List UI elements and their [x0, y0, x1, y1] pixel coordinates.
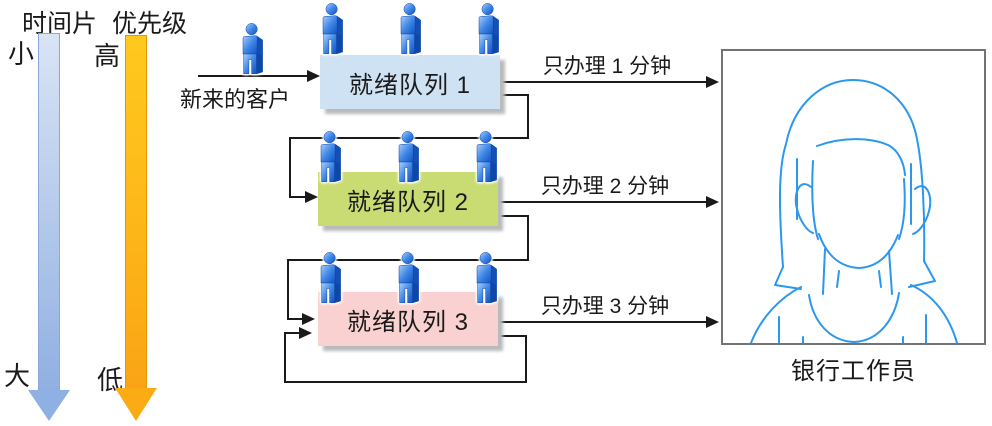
time-slice-small-label: 小 [8, 39, 35, 69]
customer-person-icon [322, 3, 343, 55]
priority-arrow-bar [125, 35, 147, 390]
queue3-customers [318, 252, 500, 308]
bank-worker-face-drawing [750, 79, 958, 344]
feedback-q1-q2-segment [289, 137, 291, 198]
new-customer-arrow-head-icon [307, 70, 320, 82]
feedback-q1-q2-segment [291, 196, 307, 198]
ready-queue-1-label: 就绪队列 1 [348, 71, 471, 99]
service-arrow-q1-line [500, 81, 707, 83]
priority-arrow-head-icon [115, 388, 157, 421]
ready-queue-2-label: 就绪队列 2 [346, 188, 469, 216]
customer-person-icon [398, 131, 419, 183]
queue2-customers [318, 131, 500, 187]
loop-q3-arrow-head-icon [299, 327, 312, 339]
customer-person-icon [320, 252, 341, 304]
customer-person-icon [398, 252, 419, 304]
service-arrow-q1-head-icon [706, 76, 719, 88]
customer-person-icon [400, 3, 421, 55]
loop-q3-segment [525, 335, 527, 383]
feedback-q1-q2-arrow-head-icon [305, 191, 318, 203]
ready-queue-3-label: 就绪队列 3 [346, 308, 469, 336]
queue1-customers [320, 3, 502, 59]
service-arrow-q2-line [498, 201, 707, 203]
bank-worker-portrait [721, 49, 986, 345]
customer-person-icon [478, 3, 499, 55]
feedback-q2-q3-segment [287, 259, 289, 320]
new-customer-arrow-line [198, 75, 309, 77]
feedback-q1-q2-segment [527, 94, 529, 139]
priority-high-label: 高 [94, 41, 121, 71]
feedback-q2-q3-segment [498, 215, 529, 217]
service-label-q2: 只办理 2 分钟 [540, 175, 670, 198]
service-arrow-q3-head-icon [706, 316, 719, 328]
service-arrow-q3-line [498, 321, 707, 323]
loop-q3-segment [284, 381, 527, 383]
feedback-q2-q3-segment [527, 215, 529, 261]
new-customer-icon-slot [240, 23, 266, 79]
customer-person-icon [476, 252, 497, 304]
service-label-q3: 只办理 3 分钟 [540, 295, 670, 318]
feedback-q2-q3-arrow-head-icon [302, 313, 315, 325]
loop-q3-segment [286, 332, 300, 334]
loop-q3-segment [498, 335, 527, 337]
feedback-q1-q2-segment [500, 94, 529, 96]
time-slice-arrow-bar [38, 33, 60, 392]
service-label-q1: 只办理 1 分钟 [542, 55, 672, 78]
new-customer-label: 新来的客户 [180, 87, 291, 112]
time-slice-large-label: 大 [4, 361, 31, 391]
bank-worker-label: 银行工作员 [791, 358, 916, 385]
priority-title: 优先级 [112, 10, 188, 38]
ready-queue-3: 就绪队列 3 [318, 292, 498, 346]
service-arrow-q2-head-icon [706, 196, 719, 208]
customer-person-icon [242, 23, 263, 75]
loop-q3-segment [284, 332, 286, 383]
feedback-q2-q3-segment [289, 318, 304, 320]
time-slice-arrow-head-icon [28, 390, 70, 421]
ready-queue-1: 就绪队列 1 [320, 55, 500, 109]
customer-person-icon [476, 131, 497, 183]
customer-person-icon [320, 131, 341, 183]
